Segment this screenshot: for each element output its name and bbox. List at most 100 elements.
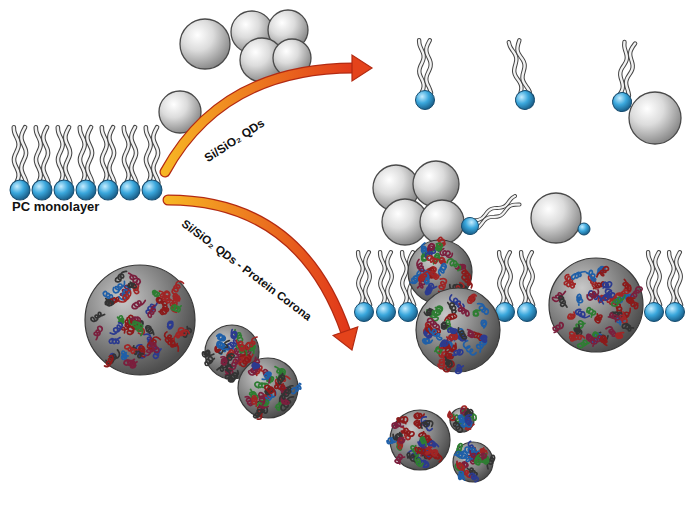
phospholipid bbox=[32, 127, 52, 200]
protein-strand bbox=[458, 471, 464, 480]
protein-strand bbox=[113, 281, 124, 292]
protein-strand bbox=[245, 397, 252, 406]
lipid-tail bbox=[402, 252, 407, 305]
lipid-tail bbox=[109, 127, 114, 182]
protein-strand bbox=[252, 363, 259, 369]
protein-strand bbox=[109, 338, 120, 344]
protein-strand bbox=[448, 328, 458, 333]
protein-strand bbox=[587, 290, 598, 300]
lipid-head bbox=[514, 89, 536, 111]
protein-strand bbox=[447, 335, 458, 340]
protein-strand bbox=[153, 291, 160, 298]
protein-strand bbox=[587, 308, 596, 318]
protein-strand bbox=[478, 304, 489, 315]
protein-strand bbox=[435, 306, 442, 312]
protein-strand bbox=[461, 451, 473, 462]
lipid-tail bbox=[87, 127, 92, 182]
phospholipid bbox=[76, 127, 96, 200]
protein-strand bbox=[572, 335, 585, 340]
lipid-tail-outline bbox=[676, 252, 681, 305]
lipid-tail bbox=[124, 127, 129, 182]
lipid-head bbox=[76, 180, 96, 200]
lipid-head bbox=[142, 180, 162, 200]
lipid-tail-outline bbox=[358, 252, 363, 305]
protein-strand bbox=[427, 256, 439, 263]
lipid-tail-outline bbox=[426, 40, 431, 93]
protein-strand bbox=[110, 323, 122, 334]
protein-strand bbox=[457, 461, 465, 470]
lipid-head bbox=[518, 303, 537, 322]
protein-strand bbox=[148, 305, 155, 317]
protein-strand bbox=[441, 322, 448, 329]
protein-strand bbox=[453, 350, 463, 356]
protein-strand bbox=[173, 294, 179, 301]
nanoparticle bbox=[413, 161, 459, 207]
protein-strand bbox=[421, 421, 433, 428]
lipid-tail-outline bbox=[43, 127, 48, 182]
protein-strand bbox=[606, 327, 616, 336]
protein-strand bbox=[225, 370, 233, 382]
protein-strand bbox=[568, 312, 575, 319]
lipid-tail-outline bbox=[516, 40, 530, 93]
protein-strand bbox=[448, 411, 455, 420]
protein-strand bbox=[436, 243, 442, 251]
protein-corona bbox=[387, 410, 450, 470]
lipid-head bbox=[98, 180, 118, 200]
protein-strand bbox=[616, 333, 624, 339]
protein-strand bbox=[473, 310, 480, 316]
protein-strand bbox=[468, 330, 474, 338]
arrow-shaft-outline bbox=[168, 200, 346, 333]
lipid-tail-outline bbox=[153, 127, 158, 182]
lipid-tail bbox=[506, 252, 511, 305]
protein-strand bbox=[608, 313, 619, 321]
arrow-shaft bbox=[168, 200, 346, 333]
protein-strand bbox=[171, 305, 181, 312]
lipid-head bbox=[578, 223, 590, 235]
protein-corona bbox=[453, 441, 495, 482]
protein-strand bbox=[451, 419, 463, 432]
lipid-tail-outline bbox=[499, 252, 504, 305]
protein-strand bbox=[440, 249, 452, 258]
protein-strand bbox=[401, 428, 414, 436]
protein-strand bbox=[176, 330, 189, 336]
phospholipid bbox=[505, 39, 536, 111]
protein-strand bbox=[559, 296, 567, 307]
lipid-tail-outline bbox=[380, 252, 385, 305]
protein-strand bbox=[127, 324, 136, 334]
protein-corona bbox=[238, 357, 301, 419]
protein-strand bbox=[586, 270, 595, 281]
lipid-tail bbox=[676, 252, 681, 305]
lipid-tail bbox=[426, 40, 431, 93]
lipid-tail-outline bbox=[521, 252, 526, 305]
lipid-tail bbox=[499, 252, 504, 305]
lipid-head bbox=[120, 180, 140, 200]
protein-strand bbox=[564, 281, 575, 288]
lipid-tail bbox=[476, 202, 520, 228]
protein-strand bbox=[428, 244, 435, 251]
protein-strand bbox=[415, 456, 423, 466]
phospholipid bbox=[645, 252, 664, 321]
protein-strand bbox=[439, 264, 446, 275]
lipid-tail-outline bbox=[36, 127, 41, 182]
protein-corona bbox=[85, 265, 195, 375]
protein-strand bbox=[438, 356, 444, 368]
lipid-head bbox=[377, 303, 396, 322]
lipid-tail bbox=[669, 252, 674, 305]
protein-corona bbox=[416, 288, 500, 373]
nanoparticle bbox=[629, 92, 681, 144]
lipid-tail-outline bbox=[80, 127, 85, 182]
lipid-tail-outline bbox=[109, 127, 114, 182]
arrow-shaft bbox=[165, 68, 354, 172]
protein-corona bbox=[448, 406, 476, 432]
protein-strand bbox=[129, 320, 143, 328]
protein-strand bbox=[221, 357, 227, 365]
phospholipid bbox=[142, 127, 162, 200]
protein-strand bbox=[217, 334, 226, 341]
lipid-tail-outline bbox=[87, 127, 92, 182]
protein-strand bbox=[105, 356, 113, 367]
protein-strand bbox=[265, 385, 276, 395]
lipid-tail bbox=[528, 252, 533, 305]
protein-strand bbox=[480, 335, 486, 342]
lipid-tail bbox=[131, 127, 136, 182]
protein-strand bbox=[429, 328, 442, 339]
